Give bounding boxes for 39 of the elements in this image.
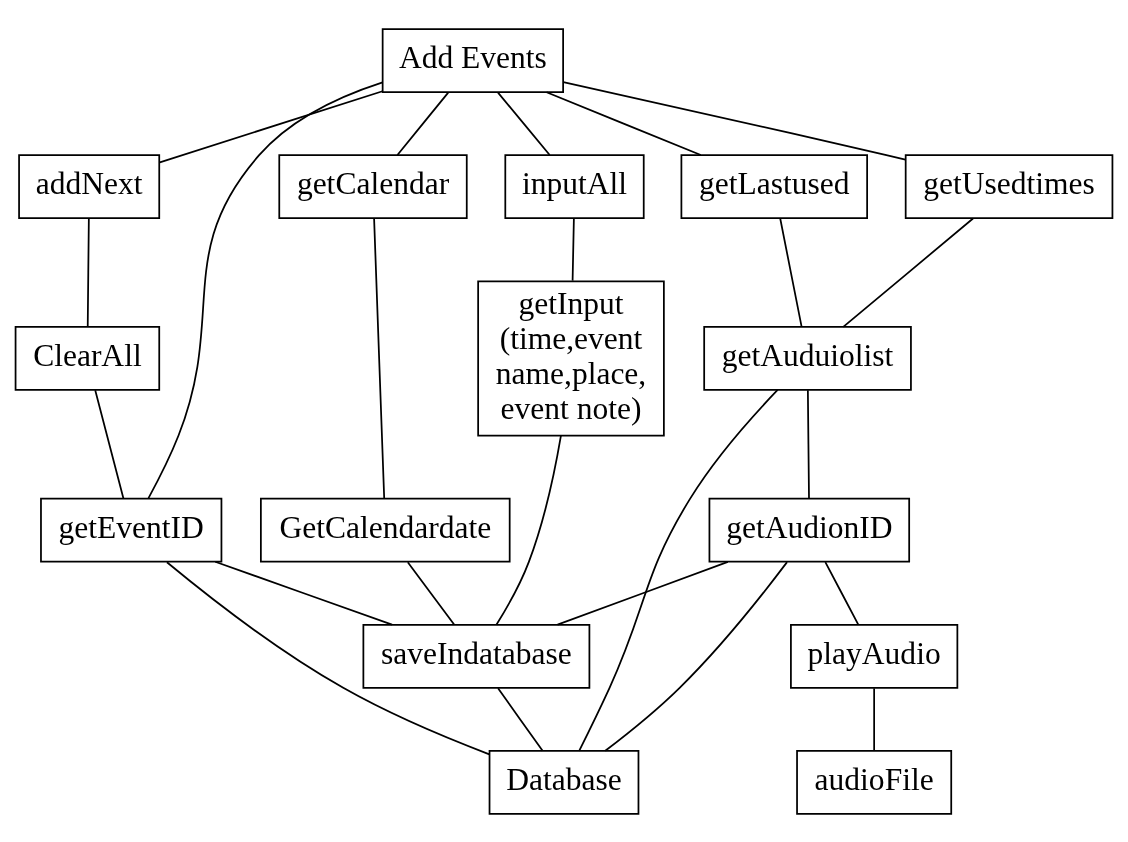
connector: [495, 434, 562, 626]
connector: [497, 91, 551, 156]
connector: [373, 217, 386, 499]
connector: [406, 560, 455, 625]
connector: [578, 388, 779, 752]
node-box: addNext: [18, 153, 161, 219]
connector: [545, 90, 702, 156]
node-box: getAudionID: [708, 497, 911, 563]
connector: [556, 560, 729, 625]
node-box: GetCalendardate: [260, 497, 511, 563]
node-box: getInput (time,event name,place, event note): [477, 279, 665, 436]
connector: [147, 81, 384, 499]
connector: [562, 80, 907, 160]
node-box: playAudio: [790, 623, 959, 689]
connector: [86, 217, 90, 328]
connector: [571, 217, 575, 281]
node-box: Database: [488, 749, 640, 815]
node-box: ClearAll: [14, 325, 161, 391]
node-box: getUsedtimes: [904, 153, 1114, 219]
node-box: Add Events: [381, 27, 564, 93]
node-box: getEventID: [40, 497, 223, 563]
node-box: getCalendar: [278, 153, 468, 219]
node-box: saveIndatabase: [362, 623, 591, 689]
node-box: audioFile: [796, 749, 953, 815]
connector: [166, 560, 491, 755]
connector: [824, 560, 860, 625]
connector: [604, 560, 788, 752]
connector: [158, 89, 384, 163]
node-box: inputAll: [504, 153, 645, 219]
connector: [873, 687, 875, 752]
connector: [807, 388, 810, 499]
connector: [94, 388, 125, 499]
node-box: getLastused: [680, 153, 868, 219]
connector: [842, 217, 974, 328]
connector: [396, 91, 450, 156]
connector: [214, 560, 393, 625]
node-box: getAuduiolist: [703, 325, 912, 391]
connector: [779, 217, 803, 328]
connector: [497, 687, 544, 752]
